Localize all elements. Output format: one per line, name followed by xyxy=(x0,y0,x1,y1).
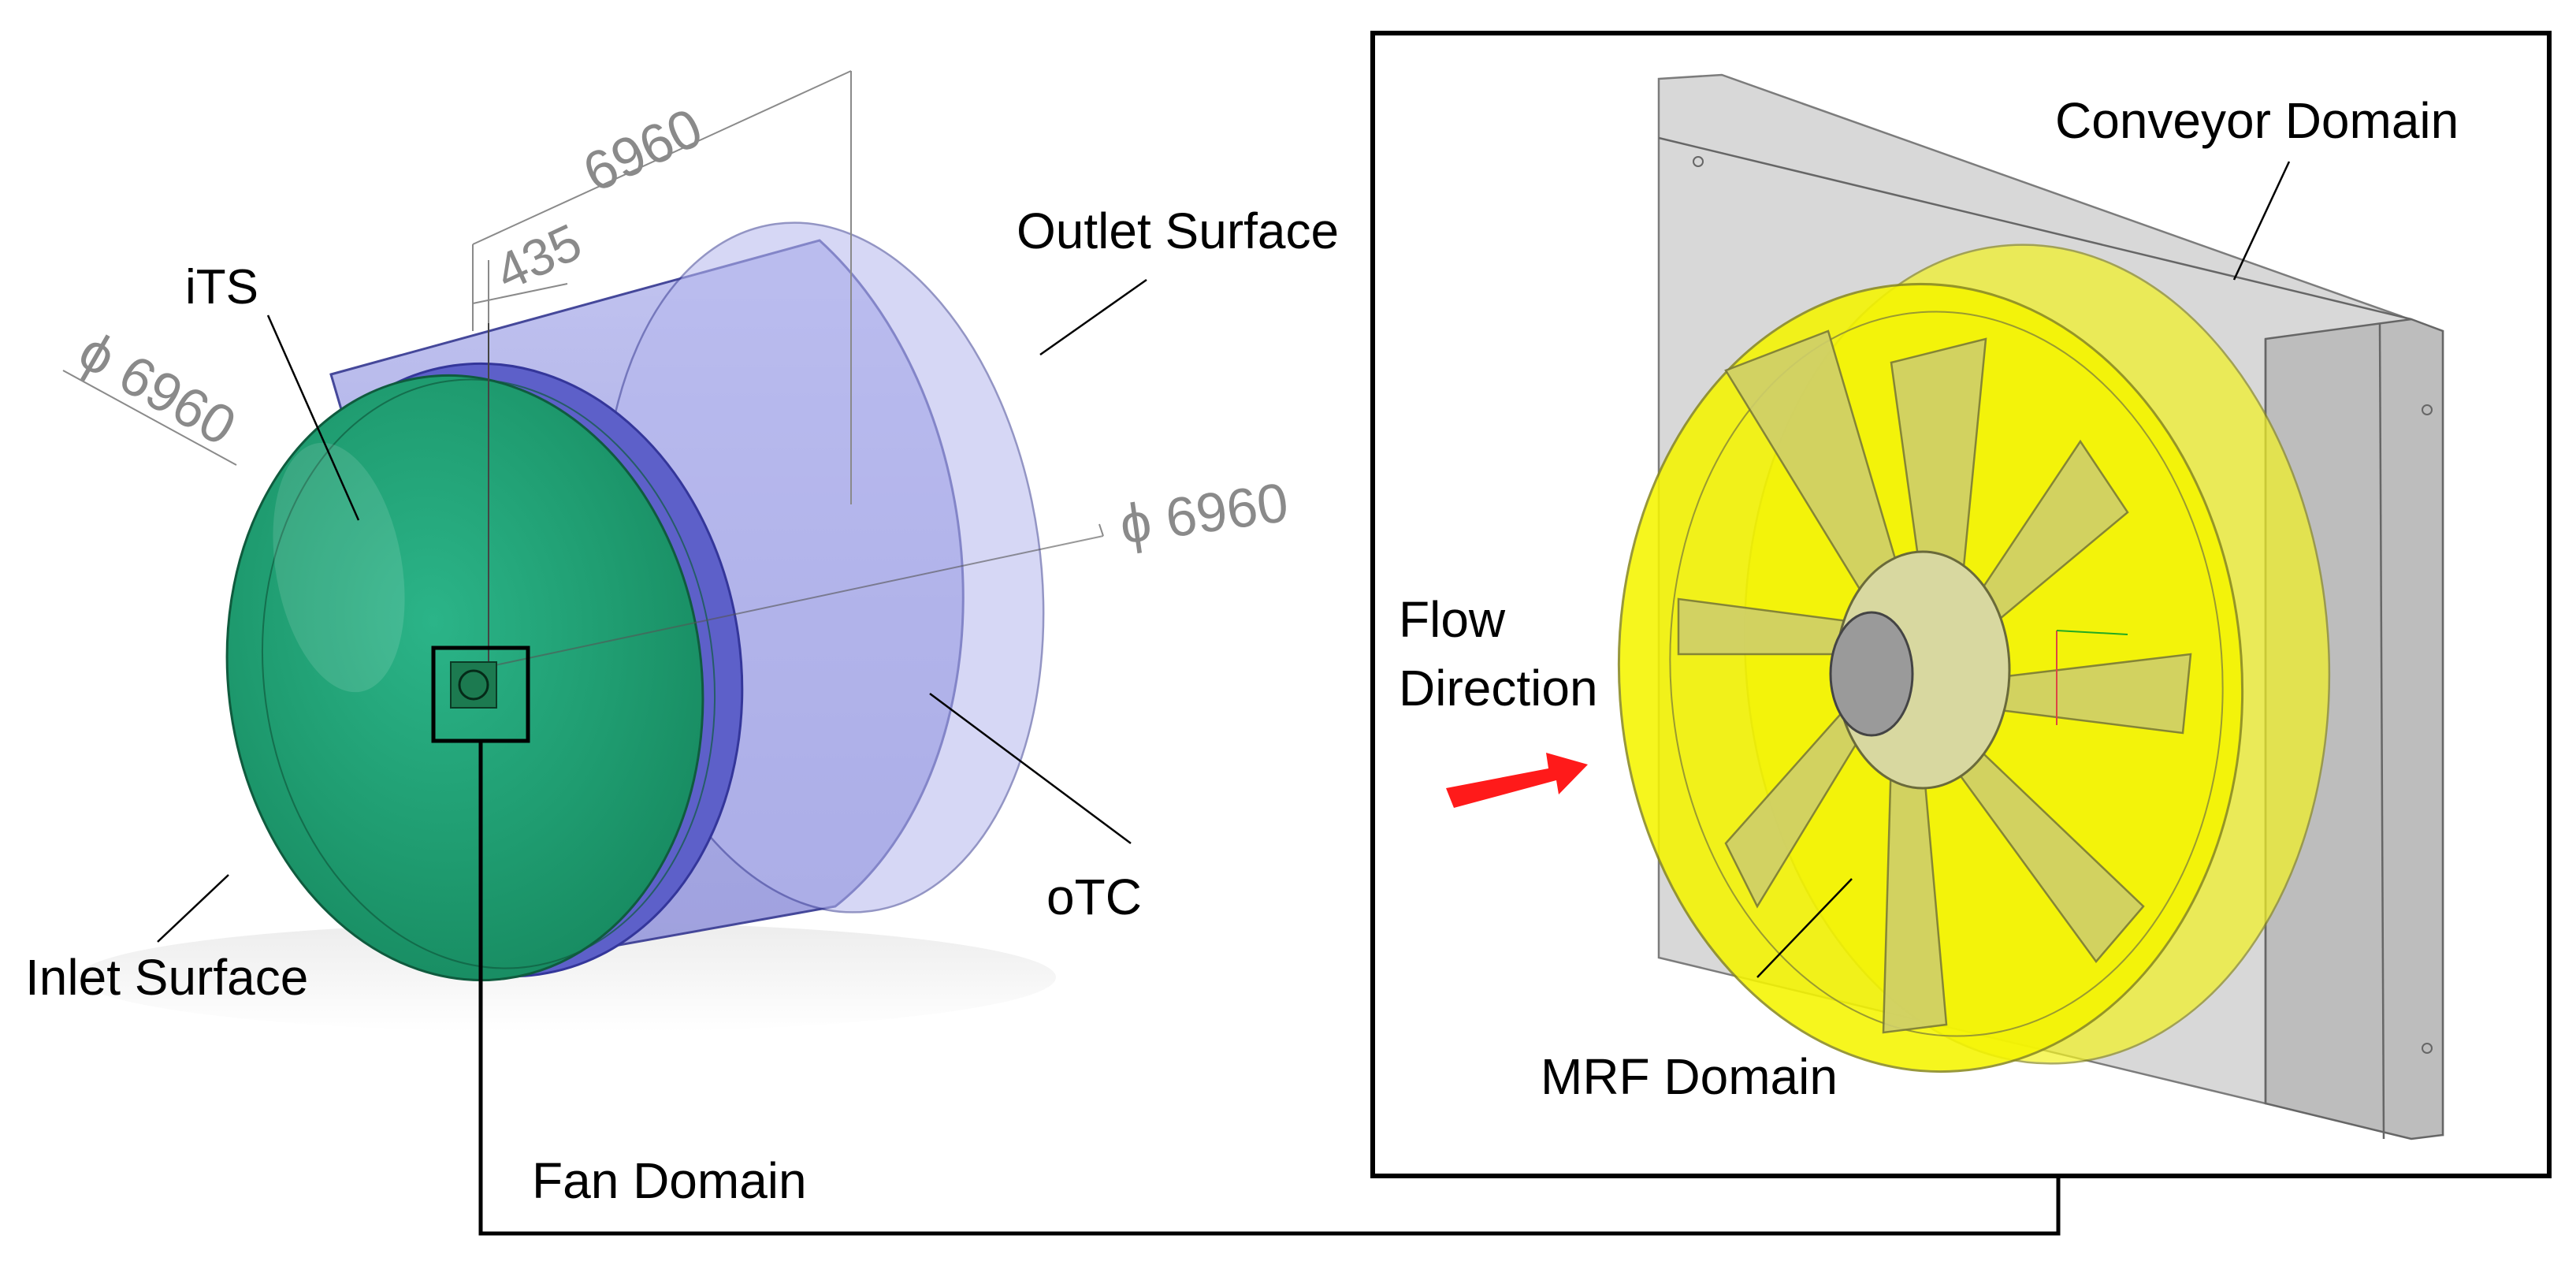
label-flow-line2: Direction xyxy=(1399,660,1598,716)
inlet-highlight xyxy=(273,442,405,693)
label-inlet-surface: Inlet Surface xyxy=(25,949,308,1006)
dimension-offset: 435 xyxy=(487,212,590,302)
inset-leader-lines xyxy=(1756,161,2291,978)
label-conveyor-domain: Conveyor Domain xyxy=(2055,92,2459,149)
label-otc: oTC xyxy=(1046,869,1142,925)
fan-domain-model: 6960 435 ϕ 6960 ϕ 6960 iTS Outlet Surfac… xyxy=(25,70,1339,1032)
dimension-length: 6960 xyxy=(574,96,711,204)
conveyor-edge xyxy=(2378,322,2385,1140)
conveyor-bolt xyxy=(1693,156,1704,167)
conveyor-edge xyxy=(1658,136,2412,321)
dimension-lines xyxy=(62,70,1104,537)
label-outlet-surface: Outlet Surface xyxy=(1017,203,1339,259)
label-flow-line1: Flow xyxy=(1399,591,1506,648)
dimension-outlet-diameter: ϕ 6960 xyxy=(1116,471,1292,556)
conveyor-bolt xyxy=(2422,1043,2433,1054)
inset-connector xyxy=(478,741,2061,1236)
fan-miniature xyxy=(450,661,497,709)
conveyor-bolt xyxy=(2422,404,2433,415)
label-its: iTS xyxy=(185,260,258,314)
inlet-inner-rim xyxy=(261,378,716,969)
axis-green xyxy=(2056,630,2128,635)
floor-shadow xyxy=(79,922,1056,1032)
flow-direction-arrow xyxy=(1446,753,1588,808)
axis-line xyxy=(472,535,1104,671)
inset-model: Conveyor Domain MRF Domain Flow Directio… xyxy=(1399,73,2459,1140)
label-mrf-domain: MRF Domain xyxy=(1541,1048,1838,1105)
fan-blades xyxy=(1677,329,2192,1034)
fan-miniature-hub xyxy=(458,669,489,701)
mrf-inner-rim xyxy=(1669,311,2224,1037)
label-fan-domain: Fan Domain xyxy=(532,1152,807,1209)
fan-hub-bore xyxy=(1829,611,1914,737)
leader-lines xyxy=(157,278,1147,943)
